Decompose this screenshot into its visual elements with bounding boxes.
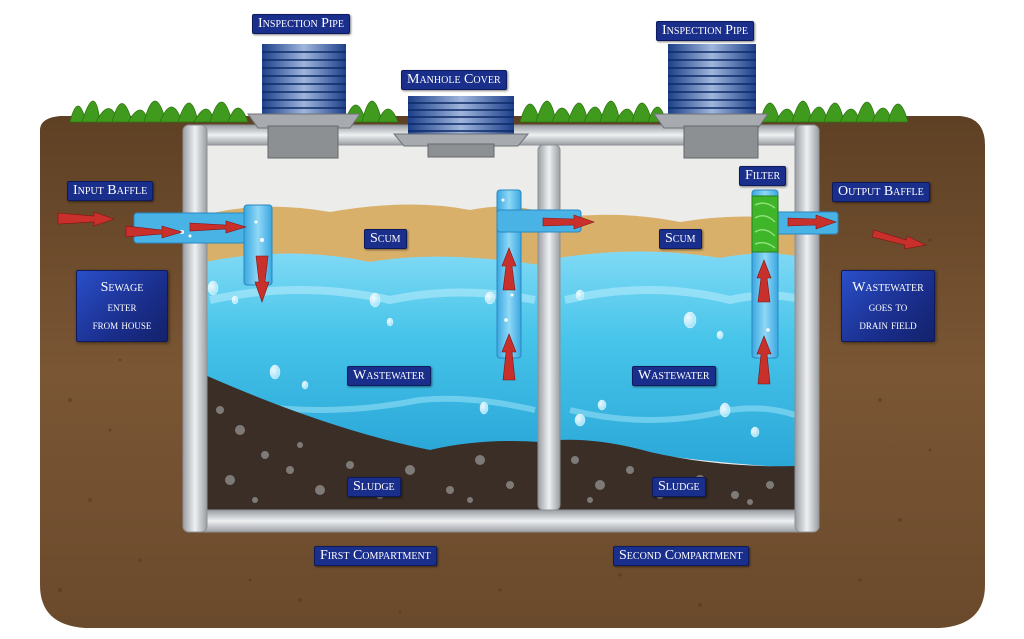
- sludge-left-label: Sludge: [347, 477, 401, 497]
- sewage-line-2: enter: [107, 299, 137, 314]
- second-compartment-label: Second Compartment: [613, 546, 749, 566]
- drain-line-3: drain field: [859, 317, 917, 332]
- drain-line-1: Wastewater: [852, 280, 924, 295]
- sludge-left: [205, 375, 540, 510]
- tank-divider-wall: [537, 144, 561, 511]
- soil-texture: [58, 198, 932, 614]
- first-compartment-label: First Compartment: [314, 546, 437, 566]
- water-left: [205, 253, 540, 452]
- sewage-line-3: from house: [92, 317, 152, 332]
- manhole-cover-label: Manhole Cover: [401, 70, 507, 90]
- tank-bottom-pipe: [182, 509, 820, 533]
- filter-label: Filter: [739, 166, 787, 186]
- wastewater-left-label: Wastewater: [347, 366, 431, 386]
- scum-right-label: Scum: [659, 229, 702, 249]
- input-baffle-label: Input Baffle: [67, 181, 154, 201]
- flow-arrows: [57, 211, 927, 385]
- output-baffle-label: Output Baffle: [832, 182, 930, 202]
- drain-field-box: Wastewater goes to drain field: [841, 270, 935, 342]
- bubbles: [207, 280, 760, 438]
- tank-left-wall: [182, 124, 208, 533]
- drain-line-2: goes to: [868, 299, 908, 314]
- wastewater-right-label: Wastewater: [632, 366, 716, 386]
- sewage-line-1: Sewage: [100, 280, 144, 295]
- sewage-enter-box: Sewage enter from house: [76, 270, 168, 342]
- inspection-pipe-left-graphic: [247, 44, 361, 159]
- manhole-cover-graphic: [392, 96, 530, 158]
- inspection-pipe-right-graphic: [653, 44, 769, 159]
- tank-right-wall: [794, 124, 820, 533]
- scum-left-label: Scum: [364, 229, 407, 249]
- sludge-rocks: [216, 406, 774, 505]
- inspection-pipe-right-label: Inspection Pipe: [656, 21, 754, 41]
- water-right: [558, 251, 797, 468]
- sludge-right-label: Sludge: [652, 477, 706, 497]
- inspection-pipe-left-label: Inspection Pipe: [252, 14, 350, 34]
